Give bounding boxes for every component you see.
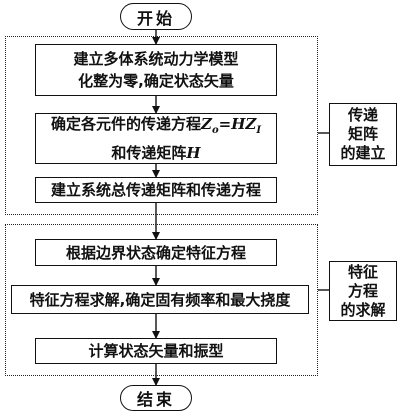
step-label-line: 建立系统总传递矩阵和传递方程: [50, 181, 261, 199]
group-characteristic-equation: [5, 224, 318, 376]
step-system-transfer: 建立系统总传递矩阵和传递方程: [35, 177, 277, 203]
step-label-line: 计算状态矢量和振型: [88, 342, 224, 360]
group-transfer-matrix: [5, 36, 318, 215]
step-characteristic-equation: 根据边界状态确定特征方程: [35, 239, 277, 266]
side-label-characteristic-equation: 特征 方程 的求解: [329, 261, 397, 321]
end-terminal: 结束: [120, 385, 192, 411]
step-label-line: 特征方程求解,确定固有频率和最大挠度: [29, 290, 291, 309]
transfer-matrix-symbol: H: [186, 144, 201, 162]
end-label: 结束: [136, 390, 175, 409]
step-label-line: 和传递矩阵H: [111, 144, 201, 162]
transfer-equation: Zo=HZI: [201, 115, 262, 136]
step-label-line: 建立多体系统动力学模型: [73, 50, 239, 68]
step-solve-equation: 特征方程求解,确定固有频率和最大挠度: [11, 285, 309, 314]
step-label-line: 确定各元件的传递方程Zo=HZI: [51, 113, 261, 142]
side-label-transfer-matrix: 传递 矩阵 的建立: [329, 103, 397, 166]
step-state-vector: 计算状态矢量和振型: [35, 338, 277, 364]
start-label: 开始: [136, 8, 175, 28]
step-label-prefix: 确定各元件的传递方程: [50, 115, 201, 133]
step-label-line: 根据边界状态确定特征方程: [65, 243, 246, 262]
step-label-line: 化整为零,确定状态矢量: [78, 72, 234, 90]
start-terminal: 开始: [120, 3, 192, 30]
step-transfer-equations: 确定各元件的传递方程Zo=HZI 和传递矩阵H: [35, 113, 277, 164]
step-build-model: 建立多体系统动力学模型 化整为零,确定状态矢量: [35, 44, 277, 96]
